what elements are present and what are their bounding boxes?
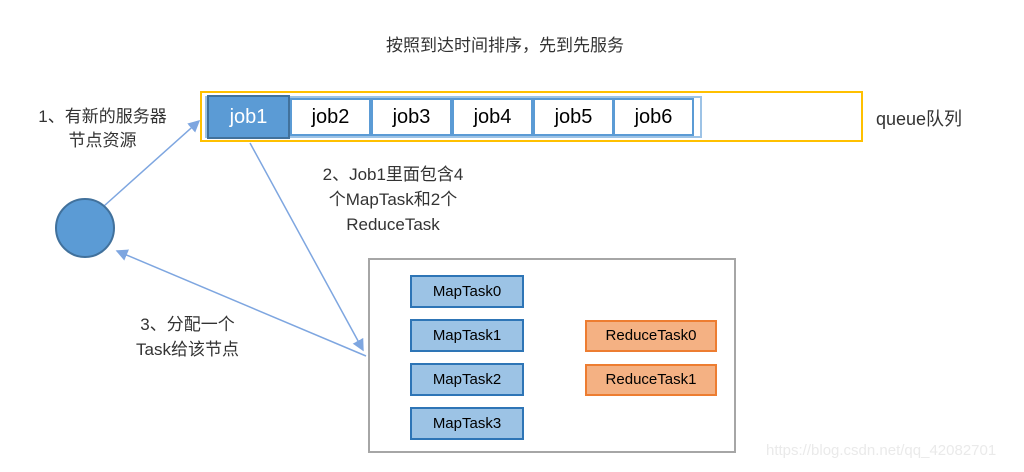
map-task-1: MapTask1 bbox=[410, 319, 524, 352]
step2-line3: ReduceTask bbox=[346, 215, 440, 234]
step1-line2: 节点资源 bbox=[68, 131, 137, 150]
step3-line2: Task给该节点 bbox=[136, 340, 239, 359]
queue-label: queue队列 bbox=[876, 109, 963, 129]
reduce-task-0: ReduceTask0 bbox=[585, 320, 717, 352]
map-task-2: MapTask2 bbox=[410, 363, 524, 396]
step2-annotation: 2、Job1里面包含4 个MapTask和2个 ReduceTask bbox=[283, 162, 503, 237]
server-node-circle bbox=[55, 198, 115, 258]
step2-line1: 2、Job1里面包含4 bbox=[322, 165, 464, 184]
step2-line2: 个MapTask和2个 bbox=[328, 190, 458, 209]
map-task-0: MapTask0 bbox=[410, 275, 524, 308]
step1-annotation: 1、有新的服务器 节点资源 bbox=[10, 105, 195, 153]
queue-item-job5: job5 bbox=[533, 98, 614, 136]
map-task-3: MapTask3 bbox=[410, 407, 524, 440]
queue-item-job6: job6 bbox=[613, 98, 694, 136]
queue-item-job3: job3 bbox=[371, 98, 452, 136]
queue-item-job1: job1 bbox=[207, 95, 290, 139]
step1-line1: 1、有新的服务器 bbox=[38, 107, 167, 126]
watermark-url: https://blog.csdn.net/qq_42082701 bbox=[766, 442, 997, 459]
reduce-task-1: ReduceTask1 bbox=[585, 364, 717, 396]
diagram-title: 按照到达时间排序，先到先服务 bbox=[386, 36, 624, 55]
queue-item-job4: job4 bbox=[452, 98, 533, 136]
queue-item-job2: job2 bbox=[290, 98, 371, 136]
step3-annotation: 3、分配一个 Task给该节点 bbox=[105, 312, 270, 362]
step3-line1: 3、分配一个 bbox=[140, 315, 235, 334]
